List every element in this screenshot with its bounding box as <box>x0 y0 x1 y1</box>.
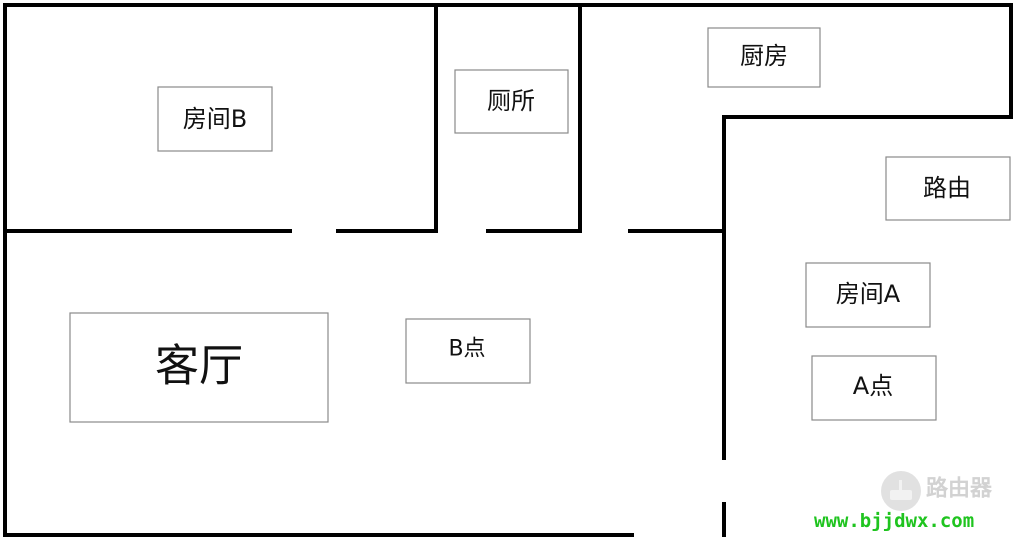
room-label-room-b-text: 房间B <box>183 105 247 133</box>
room-label-point-b-box <box>405 318 531 384</box>
room-label-router: 路由 <box>885 156 1011 221</box>
room-label-room-a: 房间A <box>805 262 931 328</box>
interior-walls <box>3 3 1013 537</box>
room-label-toilet-text: 厕所 <box>487 87 535 115</box>
room-label-toilet-box <box>454 69 569 134</box>
watermark-text: 路由器 <box>926 476 993 502</box>
room-label-point-a-box <box>811 355 937 421</box>
router-logo-icon <box>881 471 921 511</box>
outer-walls <box>3 3 1013 537</box>
room-label-living-room-box <box>69 312 329 423</box>
room-label-room-b: 房间B <box>157 86 273 152</box>
room-label-living-room-text: 客厅 <box>155 341 243 392</box>
room-label-point-b: B点 <box>405 318 531 384</box>
watermark-url: www.bjjdwx.com <box>814 510 974 532</box>
room-label-living-room: 客厅 <box>69 312 329 423</box>
room-label-router-text: 路由 <box>923 174 971 202</box>
room-label-router-box <box>885 156 1011 221</box>
room-label-room-a-text: 房间A <box>836 280 901 308</box>
room-label-room-a-box <box>805 262 931 328</box>
room-label-kitchen-text: 厨房 <box>740 42 788 70</box>
room-label-kitchen-box <box>707 27 821 88</box>
room-label-kitchen: 厨房 <box>707 27 821 88</box>
room-label-point-a-text: A点 <box>853 372 893 400</box>
room-label-toilet: 厕所 <box>454 69 569 134</box>
watermark: 路由器 www.bjjdwx.com <box>814 471 993 532</box>
room-label-point-a: A点 <box>811 355 937 421</box>
room-label-room-b-box <box>157 86 273 152</box>
room-label-point-b-text: B点 <box>448 337 485 362</box>
